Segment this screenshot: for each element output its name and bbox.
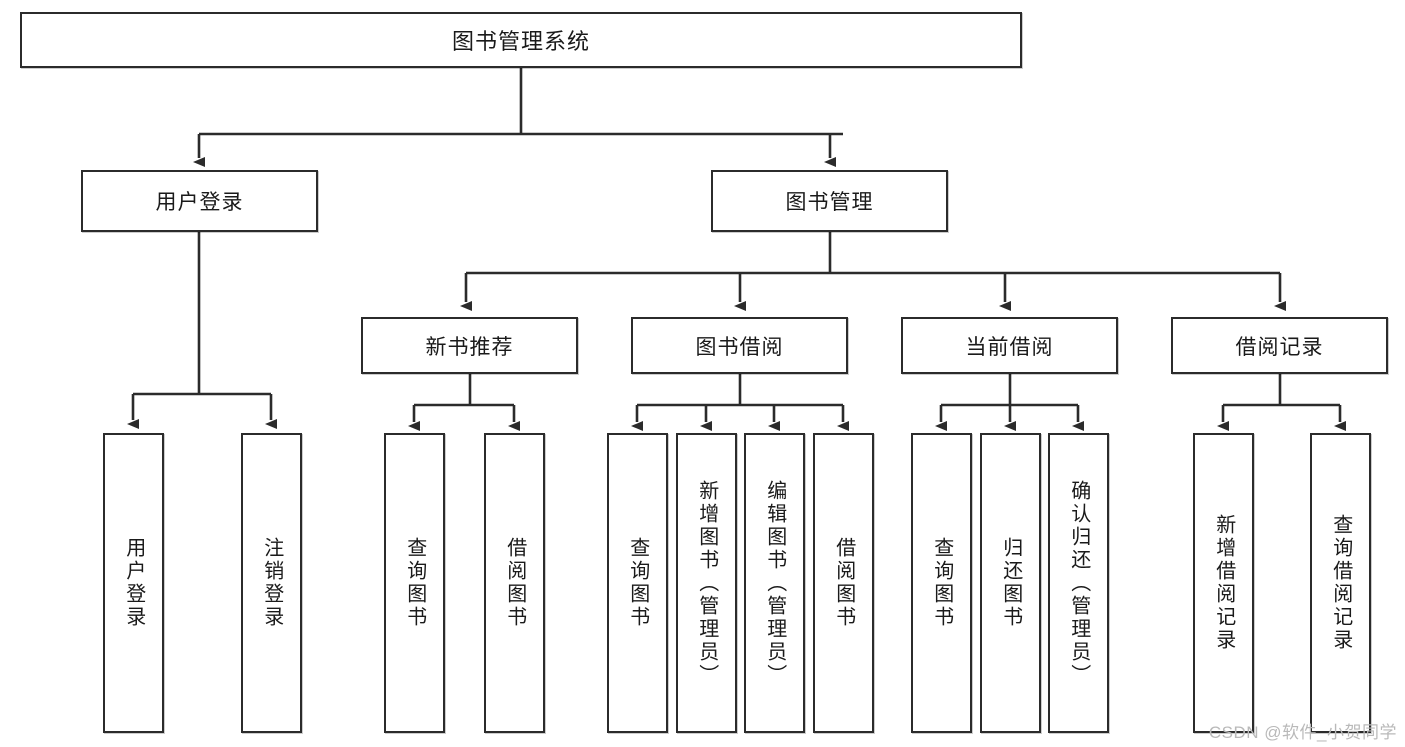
- node-current-borrow[interactable]: 当前借阅: [901, 317, 1118, 374]
- node-label: 编辑图书（管理员）: [763, 479, 786, 687]
- node-label: 新增借阅记录: [1212, 514, 1235, 652]
- node-leaf-recommend-borrow-book[interactable]: 借阅图书: [484, 433, 545, 733]
- node-book-borrow[interactable]: 图书借阅: [631, 317, 848, 374]
- node-borrow-record[interactable]: 借阅记录: [1171, 317, 1388, 374]
- node-label: 归还图书: [999, 537, 1022, 629]
- node-leaf-current-confirm-return[interactable]: 确认归还（管理员）: [1048, 433, 1109, 733]
- node-label: 图书管理系统: [451, 29, 590, 54]
- watermark: CSDN @软件_小贺同学: [1208, 723, 1397, 742]
- node-leaf-borrow-add-book[interactable]: 新增图书（管理员）: [676, 433, 737, 733]
- node-label: 注销登录: [260, 537, 283, 629]
- node-leaf-user-login[interactable]: 用户登录: [103, 433, 164, 733]
- node-label: 借阅记录: [1235, 335, 1324, 359]
- node-leaf-record-query[interactable]: 查询借阅记录: [1310, 433, 1371, 733]
- node-label: 图书管理: [785, 191, 874, 214]
- node-label: 查询图书: [930, 537, 953, 629]
- node-label: 图书借阅: [695, 335, 784, 359]
- node-label: 查询图书: [403, 537, 426, 629]
- node-root-system[interactable]: 图书管理系统: [20, 12, 1022, 68]
- node-label: 新书推荐: [425, 335, 514, 359]
- node-leaf-current-query-book[interactable]: 查询图书: [911, 433, 972, 733]
- node-label: 当前借阅: [965, 335, 1054, 359]
- node-book-management[interactable]: 图书管理: [711, 170, 948, 232]
- node-leaf-borrow-edit-book[interactable]: 编辑图书（管理员）: [744, 433, 805, 733]
- node-leaf-record-add[interactable]: 新增借阅记录: [1193, 433, 1254, 733]
- node-label: 新增图书（管理员）: [695, 479, 718, 687]
- node-label: 确认归还（管理员）: [1067, 479, 1090, 687]
- node-label: 查询借阅记录: [1329, 514, 1352, 652]
- node-leaf-recommend-query-book[interactable]: 查询图书: [384, 433, 445, 733]
- node-label: 借阅图书: [832, 537, 855, 629]
- node-label: 用户登录: [155, 191, 244, 214]
- node-leaf-borrow-query-book[interactable]: 查询图书: [607, 433, 668, 733]
- node-label: 借阅图书: [503, 537, 526, 629]
- node-leaf-borrow-borrow-book[interactable]: 借阅图书: [813, 433, 874, 733]
- node-label: 用户登录: [122, 537, 145, 629]
- node-label: 查询图书: [626, 537, 649, 629]
- node-leaf-current-return-book[interactable]: 归还图书: [980, 433, 1041, 733]
- node-leaf-user-logout[interactable]: 注销登录: [241, 433, 302, 733]
- node-user-login[interactable]: 用户登录: [81, 170, 318, 232]
- node-new-book-recommend[interactable]: 新书推荐: [361, 317, 578, 374]
